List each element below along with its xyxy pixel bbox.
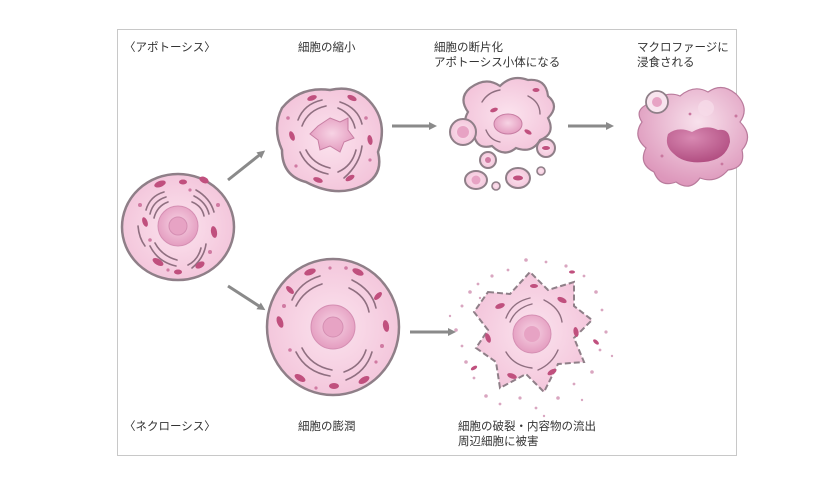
fragment-label: 細胞の断片化 アポトーシス小体になる <box>434 40 561 69</box>
arrow-to-swollen <box>227 284 266 311</box>
apoptosis-heading: 〈アポトーシス〉 <box>124 40 216 54</box>
rupture-label: 細胞の破裂・内容物の流出 周辺細胞に被害 <box>458 419 596 448</box>
macrophage <box>637 86 749 187</box>
diagram-frame <box>117 29 737 456</box>
macrophage-label: マクロファージに 浸食される <box>637 40 729 69</box>
apoptotic-bodies <box>449 76 556 191</box>
swelling-label: 細胞の膨潤 <box>298 419 356 433</box>
swollen-cell <box>265 257 401 397</box>
normal-cell <box>120 172 236 282</box>
shrunken-cell <box>275 87 384 193</box>
ruptured-cell <box>448 258 614 418</box>
necrosis-heading: 〈ネクローシス〉 <box>124 419 216 433</box>
arrow-to-shrunken <box>227 150 266 182</box>
arrows <box>227 122 614 336</box>
shrink-label: 細胞の縮小 <box>298 40 356 54</box>
